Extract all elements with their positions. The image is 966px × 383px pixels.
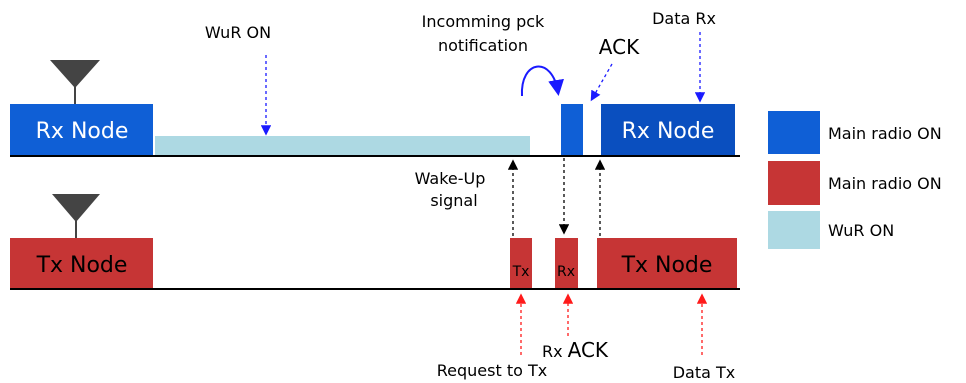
rx-node-box-right <box>601 104 735 156</box>
wur-on-annotation: WuR ON <box>205 23 271 42</box>
ack-annotation: ACK <box>599 35 640 59</box>
tx-node-right-label: Tx Node <box>621 253 713 278</box>
rx-node-box <box>10 104 153 156</box>
tx-block-label: Tx <box>512 264 530 280</box>
legend-swatch-blue <box>768 111 820 154</box>
tx-node-left-label: Tx Node <box>36 253 128 278</box>
wur-on-bar <box>155 136 530 156</box>
rx-ack-annotation: Rx ACK <box>542 338 609 362</box>
rx-block-small <box>555 238 578 289</box>
data-rx-annotation: Data Rx <box>652 9 716 28</box>
rx-block-label: Rx <box>557 264 575 280</box>
wakeup-signal-line2: signal <box>430 191 477 210</box>
rx-antenna-icon <box>50 60 100 105</box>
incoming-notification-line2: notification <box>438 36 528 55</box>
legend-label-blue: Main radio ON <box>828 124 942 143</box>
incoming-notification-line1: Incomming pck <box>422 12 545 31</box>
rx-node-left-label: Rx Node <box>36 119 129 144</box>
rx-node-right-label: Rx Node <box>622 119 715 144</box>
tx-node-box-right <box>597 238 737 289</box>
rx-main-radio-block <box>561 104 583 156</box>
request-tx-annotation: Request to Tx <box>437 361 547 380</box>
data-tx-annotation: Data Tx <box>673 363 736 382</box>
tx-antenna-icon <box>52 194 100 238</box>
legend-label-light: WuR ON <box>828 221 894 240</box>
tx-node-box <box>10 238 153 289</box>
legend-swatch-red <box>768 161 820 205</box>
wakeup-signal-line1: Wake-Up <box>415 169 486 188</box>
legend: Main radio ON Main radio ON WuR ON <box>768 111 942 249</box>
ack-arrow <box>590 63 613 102</box>
legend-swatch-light <box>768 211 820 249</box>
tx-block-small <box>510 238 532 289</box>
incoming-curved-arrow <box>520 65 564 97</box>
legend-label-red: Main radio ON <box>828 174 942 193</box>
